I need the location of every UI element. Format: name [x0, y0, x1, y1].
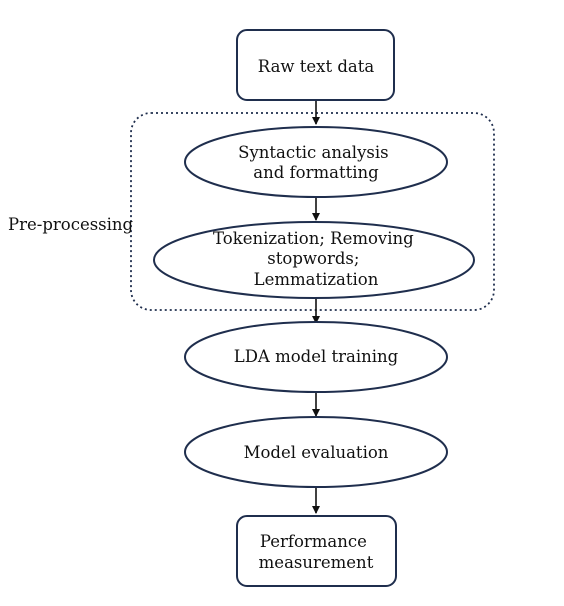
node-model-evaluation-line: Model evaluation [244, 443, 389, 462]
node-syntactic-analysis-line: and formatting [253, 163, 379, 182]
node-syntactic-analysis: Syntactic analysis and formatting [184, 126, 448, 198]
node-model-evaluation-shape [184, 416, 448, 488]
node-performance-measurement-line: measurement [259, 553, 374, 572]
node-performance-measurement-label: Performance measurement [259, 532, 374, 572]
preprocessing-group-border [130, 112, 495, 311]
node-lda-model-training-label: LDA model training [234, 347, 399, 366]
node-tokenization-line: Lemmatization [254, 270, 379, 289]
node-tokenization: Tokenization; Removing stopwords; Lemmat… [153, 221, 475, 299]
node-tokenization-label: Tokenization; Removing stopwords; Lemmat… [213, 229, 419, 289]
node-raw-text-data: Raw text data [236, 29, 395, 101]
node-syntactic-analysis-line: Syntactic analysis [238, 143, 388, 162]
node-performance-measurement-line: Performance [260, 532, 367, 551]
node-raw-text-data-label: Raw text data [258, 57, 375, 76]
node-performance-measurement-shape [236, 515, 397, 587]
node-tokenization-shape [153, 221, 475, 299]
node-raw-text-data-shape [236, 29, 395, 101]
node-syntactic-analysis-shape [184, 126, 448, 198]
node-tokenization-line: stopwords; [267, 249, 359, 268]
node-model-evaluation: Model evaluation [184, 416, 448, 488]
node-raw-text-data-line: Raw text data [258, 57, 375, 76]
node-tokenization-line: Tokenization; Removing [213, 229, 414, 248]
node-syntactic-analysis-label: Syntactic analysis and formatting [238, 143, 394, 182]
node-lda-model-training-shape [184, 321, 448, 393]
node-lda-model-training-line: LDA model training [234, 347, 399, 366]
preprocessing-group-label: Pre-processing [8, 215, 134, 234]
node-model-evaluation-label: Model evaluation [244, 443, 389, 462]
node-lda-model-training: LDA model training [184, 321, 448, 393]
node-performance-measurement: Performance measurement [236, 515, 397, 587]
